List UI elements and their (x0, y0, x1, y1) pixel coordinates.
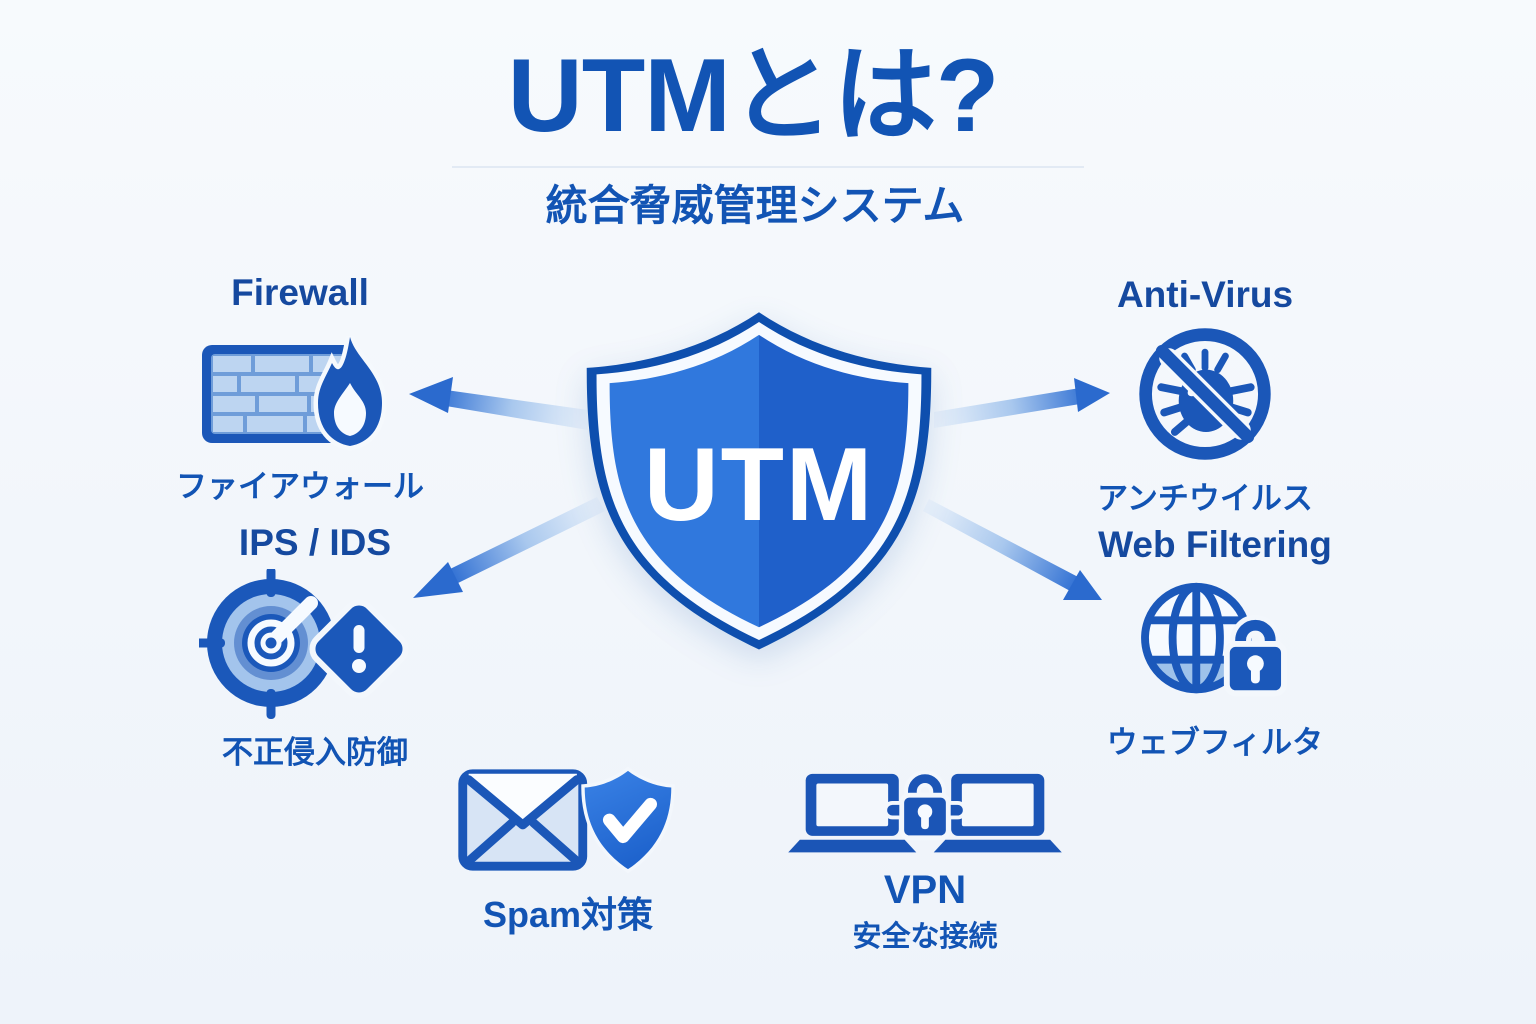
feature-web-filtering: Web Filtering (1070, 524, 1360, 762)
shield-label: UTM (644, 426, 874, 542)
vpn-label: 安全な接続 (852, 921, 998, 953)
firewall-label: ファイアウォール (176, 468, 424, 504)
no-bug-icon (1132, 321, 1278, 467)
arrow-to-antivirus (934, 378, 1110, 428)
globe-padlock-icon (1131, 573, 1299, 711)
page-subtitle: 統合脅威管理システム (545, 182, 965, 229)
feature-ips-ids: IPS / IDS (170, 522, 460, 772)
laptops-padlock-icon (784, 768, 1066, 865)
feature-firewall: Firewall ファイアウォール (160, 272, 440, 506)
title-divider (452, 166, 1084, 168)
arrow-to-ips (413, 497, 605, 598)
vpn-heading: VPN (883, 868, 967, 912)
utm-shield: UTM (573, 303, 945, 655)
antivirus-heading: Anti-Virus (1116, 274, 1294, 315)
spam-label: Spam対策 (482, 894, 654, 935)
utm-shield-icon: UTM (586, 312, 932, 650)
ips-label: 不正侵入防御 (222, 734, 408, 770)
feature-antivirus: Anti-Virus アンチウイルス (1060, 274, 1350, 518)
feature-vpn: VPN 安全な接続 (778, 768, 1072, 955)
ips-heading: IPS / IDS (238, 522, 392, 563)
arrow-to-firewall (409, 377, 588, 430)
antivirus-label: アンチウイルス (1097, 480, 1313, 516)
page-title: UTMとは? (507, 38, 1000, 154)
arrow-to-web-filtering (923, 499, 1102, 600)
firewall-heading: Firewall (231, 272, 369, 313)
envelope-shield-check-icon (454, 760, 682, 880)
brick-wall-flame-icon (200, 329, 400, 451)
feature-spam: Spam対策 (448, 760, 688, 938)
radar-target-alert-icon (195, 566, 431, 719)
web-filtering-heading: Web Filtering (1098, 524, 1332, 565)
web-filtering-label: ウェブフィルタ (1106, 724, 1324, 760)
